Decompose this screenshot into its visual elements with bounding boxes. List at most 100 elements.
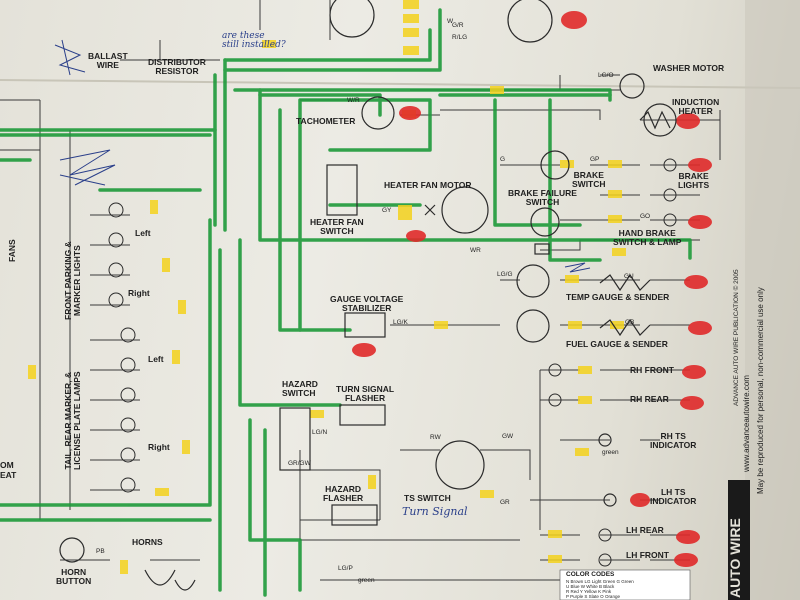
bulb-front-right-1 <box>108 262 124 278</box>
handwritten-scribbles <box>54 39 591 273</box>
bulb-tail-left-2 <box>120 357 136 373</box>
wire-code-go: GO <box>640 213 651 220</box>
label-fuel-gauge-sender: FUEL GAUGE & SENDER <box>566 339 668 349</box>
color-codes-row-2: U Blue W White B Black <box>566 584 615 589</box>
wire-code-gu: GU <box>624 273 634 280</box>
wire-code-lg-o: LG/O <box>598 72 614 79</box>
handwritten-note: are these still installed? <box>222 31 286 50</box>
bulb-tail-right-2 <box>120 447 136 463</box>
gauge-top-left <box>329 0 375 38</box>
voltage-stabilizer-symbol <box>344 312 386 338</box>
wire-code-rw: RW <box>430 434 441 441</box>
label-horn-button: HORN BUTTON <box>56 567 92 586</box>
fuel-sender-resistor <box>599 318 651 337</box>
bulb-hand-brake-lamp <box>663 213 677 227</box>
label-ballast-wire: BALLAST WIRE <box>88 51 128 70</box>
label-hazard-switch: HAZARD SWITCH <box>282 379 318 398</box>
bulb-brake-lights-2 <box>663 188 677 202</box>
wire-code-gr: GR <box>500 499 510 506</box>
label-temp-gauge-sender: TEMP GAUGE & SENDER <box>566 292 670 302</box>
color-codes-row-1: N Brown LG Light Green G Green <box>566 579 634 584</box>
ts-switch-symbol <box>435 440 485 490</box>
bulb-front-left-1 <box>108 202 124 218</box>
color-codes-box <box>559 569 691 600</box>
label-right-front: Right <box>128 288 150 298</box>
wire-code-gw: GW <box>502 433 514 440</box>
wire-code-r-lg: W <box>447 18 454 25</box>
wire-code-n-lg: R/LG <box>452 34 468 41</box>
temp-gauge-symbol <box>516 264 550 298</box>
bulb-tail-right-3 <box>120 477 136 493</box>
wire-code-wr: WR <box>470 247 481 254</box>
website-url: www.advanceautowire.com <box>742 375 751 472</box>
bulb-lh-rear <box>598 528 612 542</box>
label-brake-failure-switch: BRAKE FAILURE SWITCH <box>508 188 577 207</box>
label-rh-rear: RH REAR <box>630 394 669 404</box>
label-brake-lights: BRAKE LIGHTS <box>678 171 710 190</box>
highlighted-wires <box>0 8 692 597</box>
bulb-rh-rear <box>548 393 562 407</box>
wire-code-b-lg: G/R <box>452 22 464 29</box>
wire-code-gb: GB <box>625 319 635 326</box>
horns-symbol <box>144 569 196 591</box>
label-rh-front: RH FRONT <box>630 365 674 375</box>
induction-heater-element <box>639 110 671 130</box>
turn-signal-flasher-symbol <box>339 404 386 426</box>
components <box>59 0 677 591</box>
label-green-2: green <box>358 577 375 584</box>
label-heater-fan-motor: HEATER FAN MOTOR <box>384 180 472 190</box>
label-hand-brake-switch-lamp: HAND BRAKE SWITCH & LAMP <box>613 228 682 247</box>
label-right-rear: Right <box>148 442 170 452</box>
wire-code-w-r: W/R <box>347 97 360 104</box>
bulb-front-left-2 <box>108 232 124 248</box>
fuel-gauge-symbol <box>516 309 550 343</box>
label-brake-switch: BRAKE SWITCH <box>572 170 606 189</box>
paper-margin-shadow <box>745 0 800 600</box>
label-turn-signal-flasher: TURN SIGNAL FLASHER <box>336 384 395 403</box>
label-rh-ts-indicator: RH TS INDICATOR <box>650 431 697 450</box>
label-tachometer: TACHOMETER <box>296 116 356 126</box>
brake-failure-switch-symbol <box>530 207 560 237</box>
horn-button-symbol <box>59 537 85 563</box>
label-horns: HORNS <box>132 537 163 547</box>
color-codes-row-4: P Purple S Slate O Orange <box>566 594 620 599</box>
bulb-front-right-2 <box>108 292 124 308</box>
label-distributor-resistor: DISTRIBUTOR RESISTOR <box>148 57 206 76</box>
label-washer-motor: WASHER MOTOR <box>653 63 725 73</box>
label-green-1: green <box>602 449 619 456</box>
wire-code-lg-p: LG/P <box>338 565 353 572</box>
wire-code-lg-k: LG/K <box>393 319 408 326</box>
label-om: OM <box>0 460 14 470</box>
tachometer-symbol <box>361 96 395 130</box>
bulb-lh-front <box>598 553 612 567</box>
label-tail-rear-marker: TAIL, REAR MARKER, & LICENSE PLATE LAMPS <box>63 371 82 470</box>
hazard-flasher-symbol <box>331 504 378 526</box>
reproduction-notice: May be reproduced for personal, non-comm… <box>756 287 765 494</box>
wire-code-gr-gw: GR/GW <box>288 460 311 467</box>
wire-code-lg-g: LG/G <box>497 271 513 278</box>
label-lh-rear: LH REAR <box>626 525 664 535</box>
heater-resistor-symbol <box>424 204 436 216</box>
rh-ts-indicator-symbol <box>598 433 612 447</box>
label-ts-switch: TS SWITCH <box>404 493 451 503</box>
induction-heater-symbol <box>643 103 677 137</box>
label-left-front: Left <box>135 228 151 238</box>
label-lh-front: LH FRONT <box>626 550 669 560</box>
hand-brake-diode-symbol <box>534 243 550 255</box>
label-front-parking-marker: FRONT PARKING & MARKER LIGHTS <box>63 241 82 320</box>
bulb-tail-right-1 <box>120 417 136 433</box>
brake-switch-symbol <box>540 150 570 180</box>
washer-motor-symbol <box>619 73 645 99</box>
label-gauge-voltage-stabilizer: GAUGE VOLTAGE STABILIZER <box>330 294 404 313</box>
gauge-top-right <box>507 0 553 43</box>
heater-fan-motor-symbol <box>441 186 489 234</box>
hazard-switch-symbol <box>279 407 311 471</box>
brand-logo-text: AUTO WIRE <box>727 518 743 598</box>
ground-markers <box>352 11 712 567</box>
color-codes-title: COLOR CODES <box>566 571 615 578</box>
wire-code-pb: PB <box>96 548 105 555</box>
label-heater-fan-switch: HEATER FAN SWITCH <box>310 217 364 236</box>
wire-code-lg-n: LG/N <box>312 429 328 436</box>
